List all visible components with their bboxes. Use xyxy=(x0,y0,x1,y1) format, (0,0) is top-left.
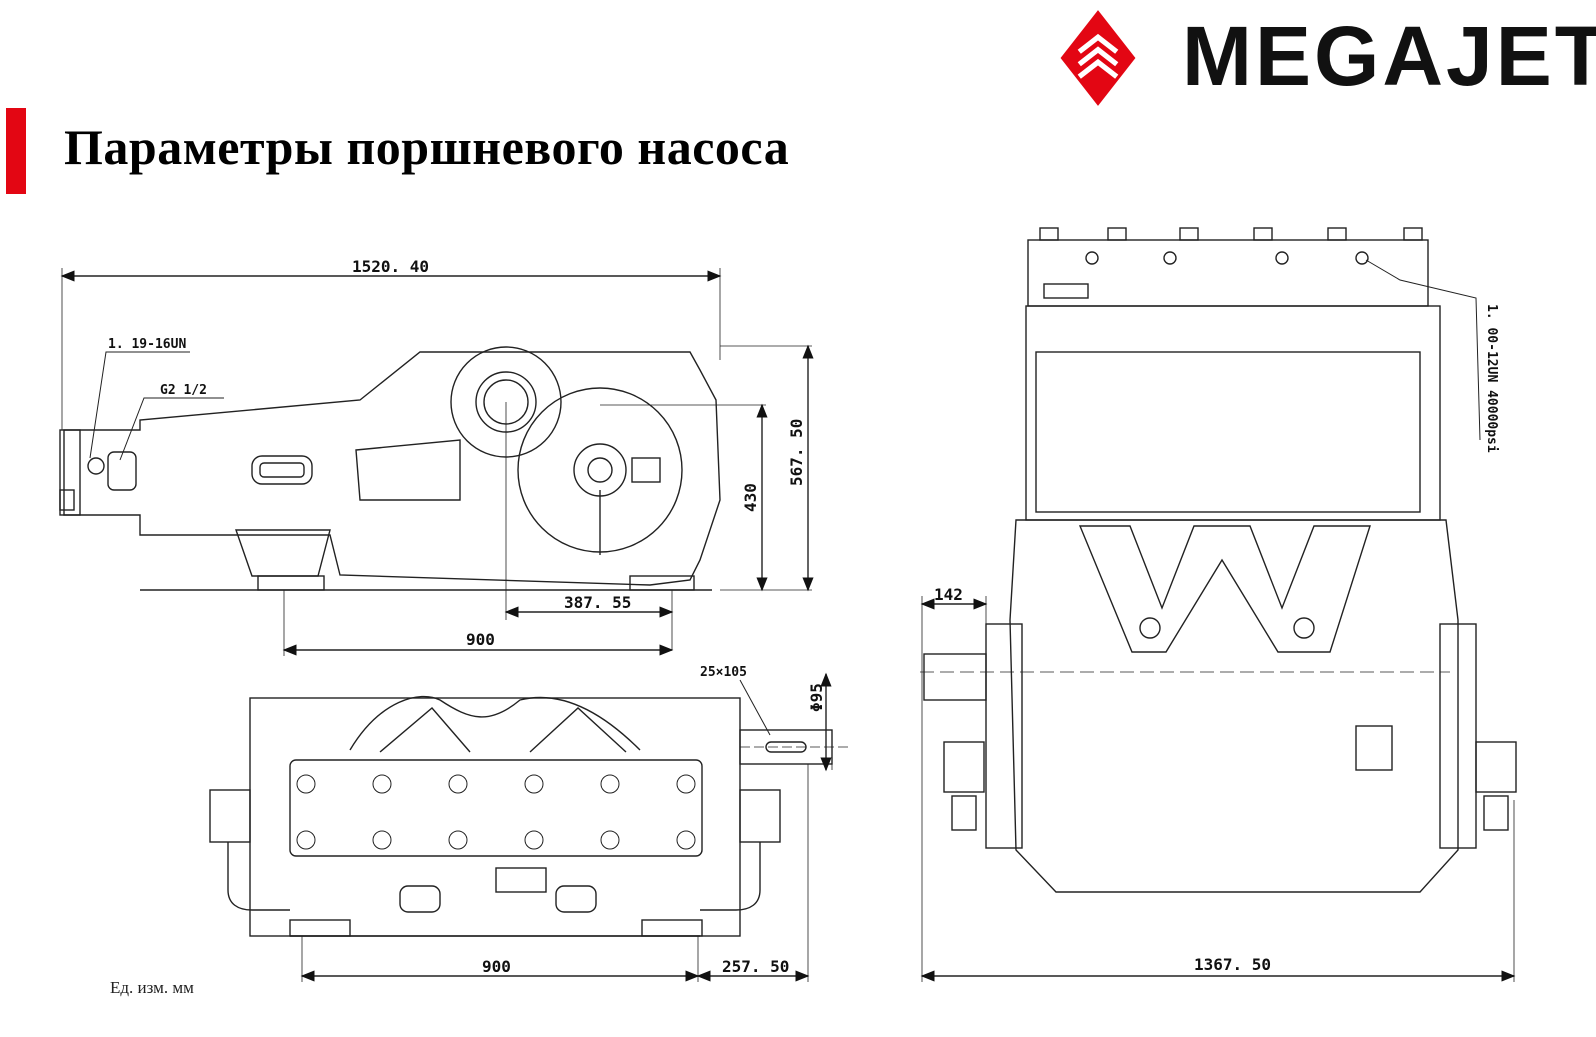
side-view xyxy=(59,268,814,656)
dim-base-length-top: 900 xyxy=(482,957,511,976)
label-port-thread: 1. 19-16UN xyxy=(108,337,186,352)
megajet-logo-icon xyxy=(1060,10,1136,106)
title-accent-bar xyxy=(6,108,26,194)
dim-overall-length: 1520. 40 xyxy=(352,257,429,276)
label-key-size: 25×105 xyxy=(700,665,747,680)
dim-height-total: 567. 50 xyxy=(787,419,806,486)
units-note: Ед. изм. мм xyxy=(110,978,194,997)
dim-shaft-extension: 257. 50 xyxy=(722,957,789,976)
label-outlet-thread: 1. 00-12UN 40000psi xyxy=(1484,304,1499,453)
dim-shaft-offset: 387. 55 xyxy=(564,593,631,612)
dim-shaft-diameter: Φ95 xyxy=(807,683,826,712)
dim-overall-width: 1367. 50 xyxy=(1194,955,1271,974)
label-port-inlet: G2 1/2 xyxy=(160,383,207,398)
dim-shaft-projection: 142 xyxy=(934,585,963,604)
front-view xyxy=(920,227,1517,982)
dim-height-shaft: 430 xyxy=(741,483,760,512)
logo-wordmark: MEGAJET xyxy=(1182,9,1596,103)
page-title: Параметры поршневого насоса xyxy=(64,119,790,175)
dim-base-length-side: 900 xyxy=(466,630,495,649)
top-view xyxy=(209,672,850,982)
